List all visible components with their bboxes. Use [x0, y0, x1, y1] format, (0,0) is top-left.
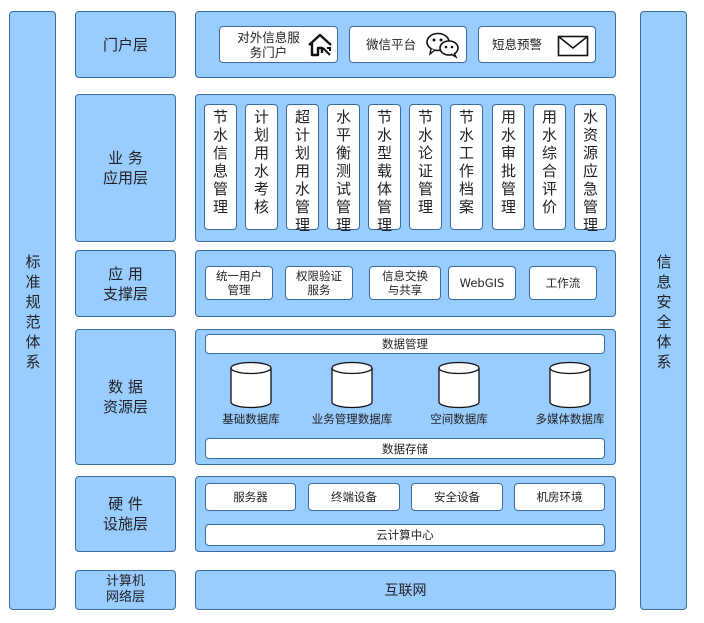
data-management-bar[interactable]: 数据管理 — [205, 334, 605, 354]
business-item-label: 水平衡测试管理 — [335, 108, 351, 234]
layer-label-business: 业 务 应用层 — [75, 94, 176, 242]
hardware-item-server[interactable]: 服务器 — [205, 483, 296, 511]
layer-label-support: 应 用 支撑层 — [75, 250, 176, 317]
hardware-item-machine-room[interactable]: 机房环境 — [514, 483, 605, 511]
business-item-label: 节水信息管理 — [212, 108, 228, 216]
business-item-label: 计划用水考核 — [253, 108, 269, 216]
support-item-webgis[interactable]: WebGIS — [448, 266, 516, 300]
portal-item-sms-label: 短息预警 — [491, 36, 542, 52]
business-item-label: 水资源应急管理 — [582, 108, 598, 234]
mail-icon — [557, 35, 589, 57]
data-storage-bar[interactable]: 数据存储 — [205, 438, 605, 459]
business-item-label: 用水审批管理 — [500, 108, 516, 216]
support-item-exchange-sharing[interactable]: 信息交换 与共享 — [369, 266, 441, 300]
business-item-label: 用水综合评价 — [541, 108, 557, 216]
portal-item-wechat[interactable]: 微信平台 — [349, 26, 467, 63]
layer-label-portal: 门户层 — [75, 11, 176, 78]
database-label-spatial: 空间数据库 — [430, 412, 488, 426]
network-item-internet[interactable]: 互联网 — [384, 583, 427, 599]
business-item-label: 超计划用水管理 — [294, 108, 310, 234]
portal-item-sms[interactable]: 短息预警 — [478, 26, 596, 63]
business-item-7[interactable]: 节水工作档案 — [450, 104, 483, 230]
network-panel: 互联网 — [195, 570, 616, 610]
business-item-10[interactable]: 水资源应急管理 — [574, 104, 607, 234]
security-column: 信息安全体系 — [640, 11, 687, 610]
portal-item-service[interactable]: 对外信息服 务门户 — [219, 26, 338, 63]
standards-label: 标准规范体系 — [25, 253, 41, 371]
database-label-multimedia: 多媒体数据库 — [535, 412, 605, 426]
layer-label-hardware: 硬 件 设施层 — [75, 476, 176, 552]
home-icon — [308, 33, 332, 57]
business-item-5[interactable]: 节水型载体管理 — [368, 104, 401, 234]
cloud-center-bar[interactable]: 云计算中心 — [205, 524, 605, 546]
business-item-label: 节水工作档案 — [458, 108, 474, 216]
portal-item-wechat-label: 微信平台 — [365, 36, 416, 52]
hardware-item-terminal[interactable]: 终端设备 — [308, 483, 400, 511]
portal-item-service-label: 对外信息服 务门户 — [237, 29, 300, 60]
support-item-user-management[interactable]: 统一用户 管理 — [205, 266, 273, 300]
database-icon-spatial — [438, 361, 480, 409]
layer-label-data: 数 据 资源层 — [75, 329, 176, 465]
business-item-label: 节水型载体管理 — [376, 108, 392, 234]
business-item-9[interactable]: 用水综合评价 — [533, 104, 566, 230]
support-item-workflow[interactable]: 工作流 — [529, 266, 597, 300]
security-label: 信息安全体系 — [656, 253, 672, 371]
business-item-2[interactable]: 计划用水考核 — [245, 104, 278, 230]
database-label-basic: 基础数据库 — [222, 412, 280, 426]
standards-column: 标准规范体系 — [9, 11, 56, 610]
database-label-business: 业务管理数据库 — [311, 412, 393, 426]
wechat-icon — [426, 32, 459, 59]
database-icon-multimedia — [549, 361, 591, 409]
business-item-4[interactable]: 水平衡测试管理 — [327, 104, 360, 234]
hardware-item-security[interactable]: 安全设备 — [411, 483, 503, 511]
database-icon-basic — [230, 361, 272, 409]
layer-label-network: 计算机 网络层 — [75, 570, 176, 610]
business-item-1[interactable]: 节水信息管理 — [204, 104, 237, 230]
business-item-3[interactable]: 超计划用水管理 — [286, 104, 319, 234]
support-item-auth-service[interactable]: 权限验证 服务 — [285, 266, 353, 300]
database-icon-business — [331, 361, 373, 409]
business-item-8[interactable]: 用水审批管理 — [492, 104, 525, 230]
business-item-label: 节水论证管理 — [417, 108, 433, 216]
business-item-6[interactable]: 节水论证管理 — [409, 104, 442, 230]
